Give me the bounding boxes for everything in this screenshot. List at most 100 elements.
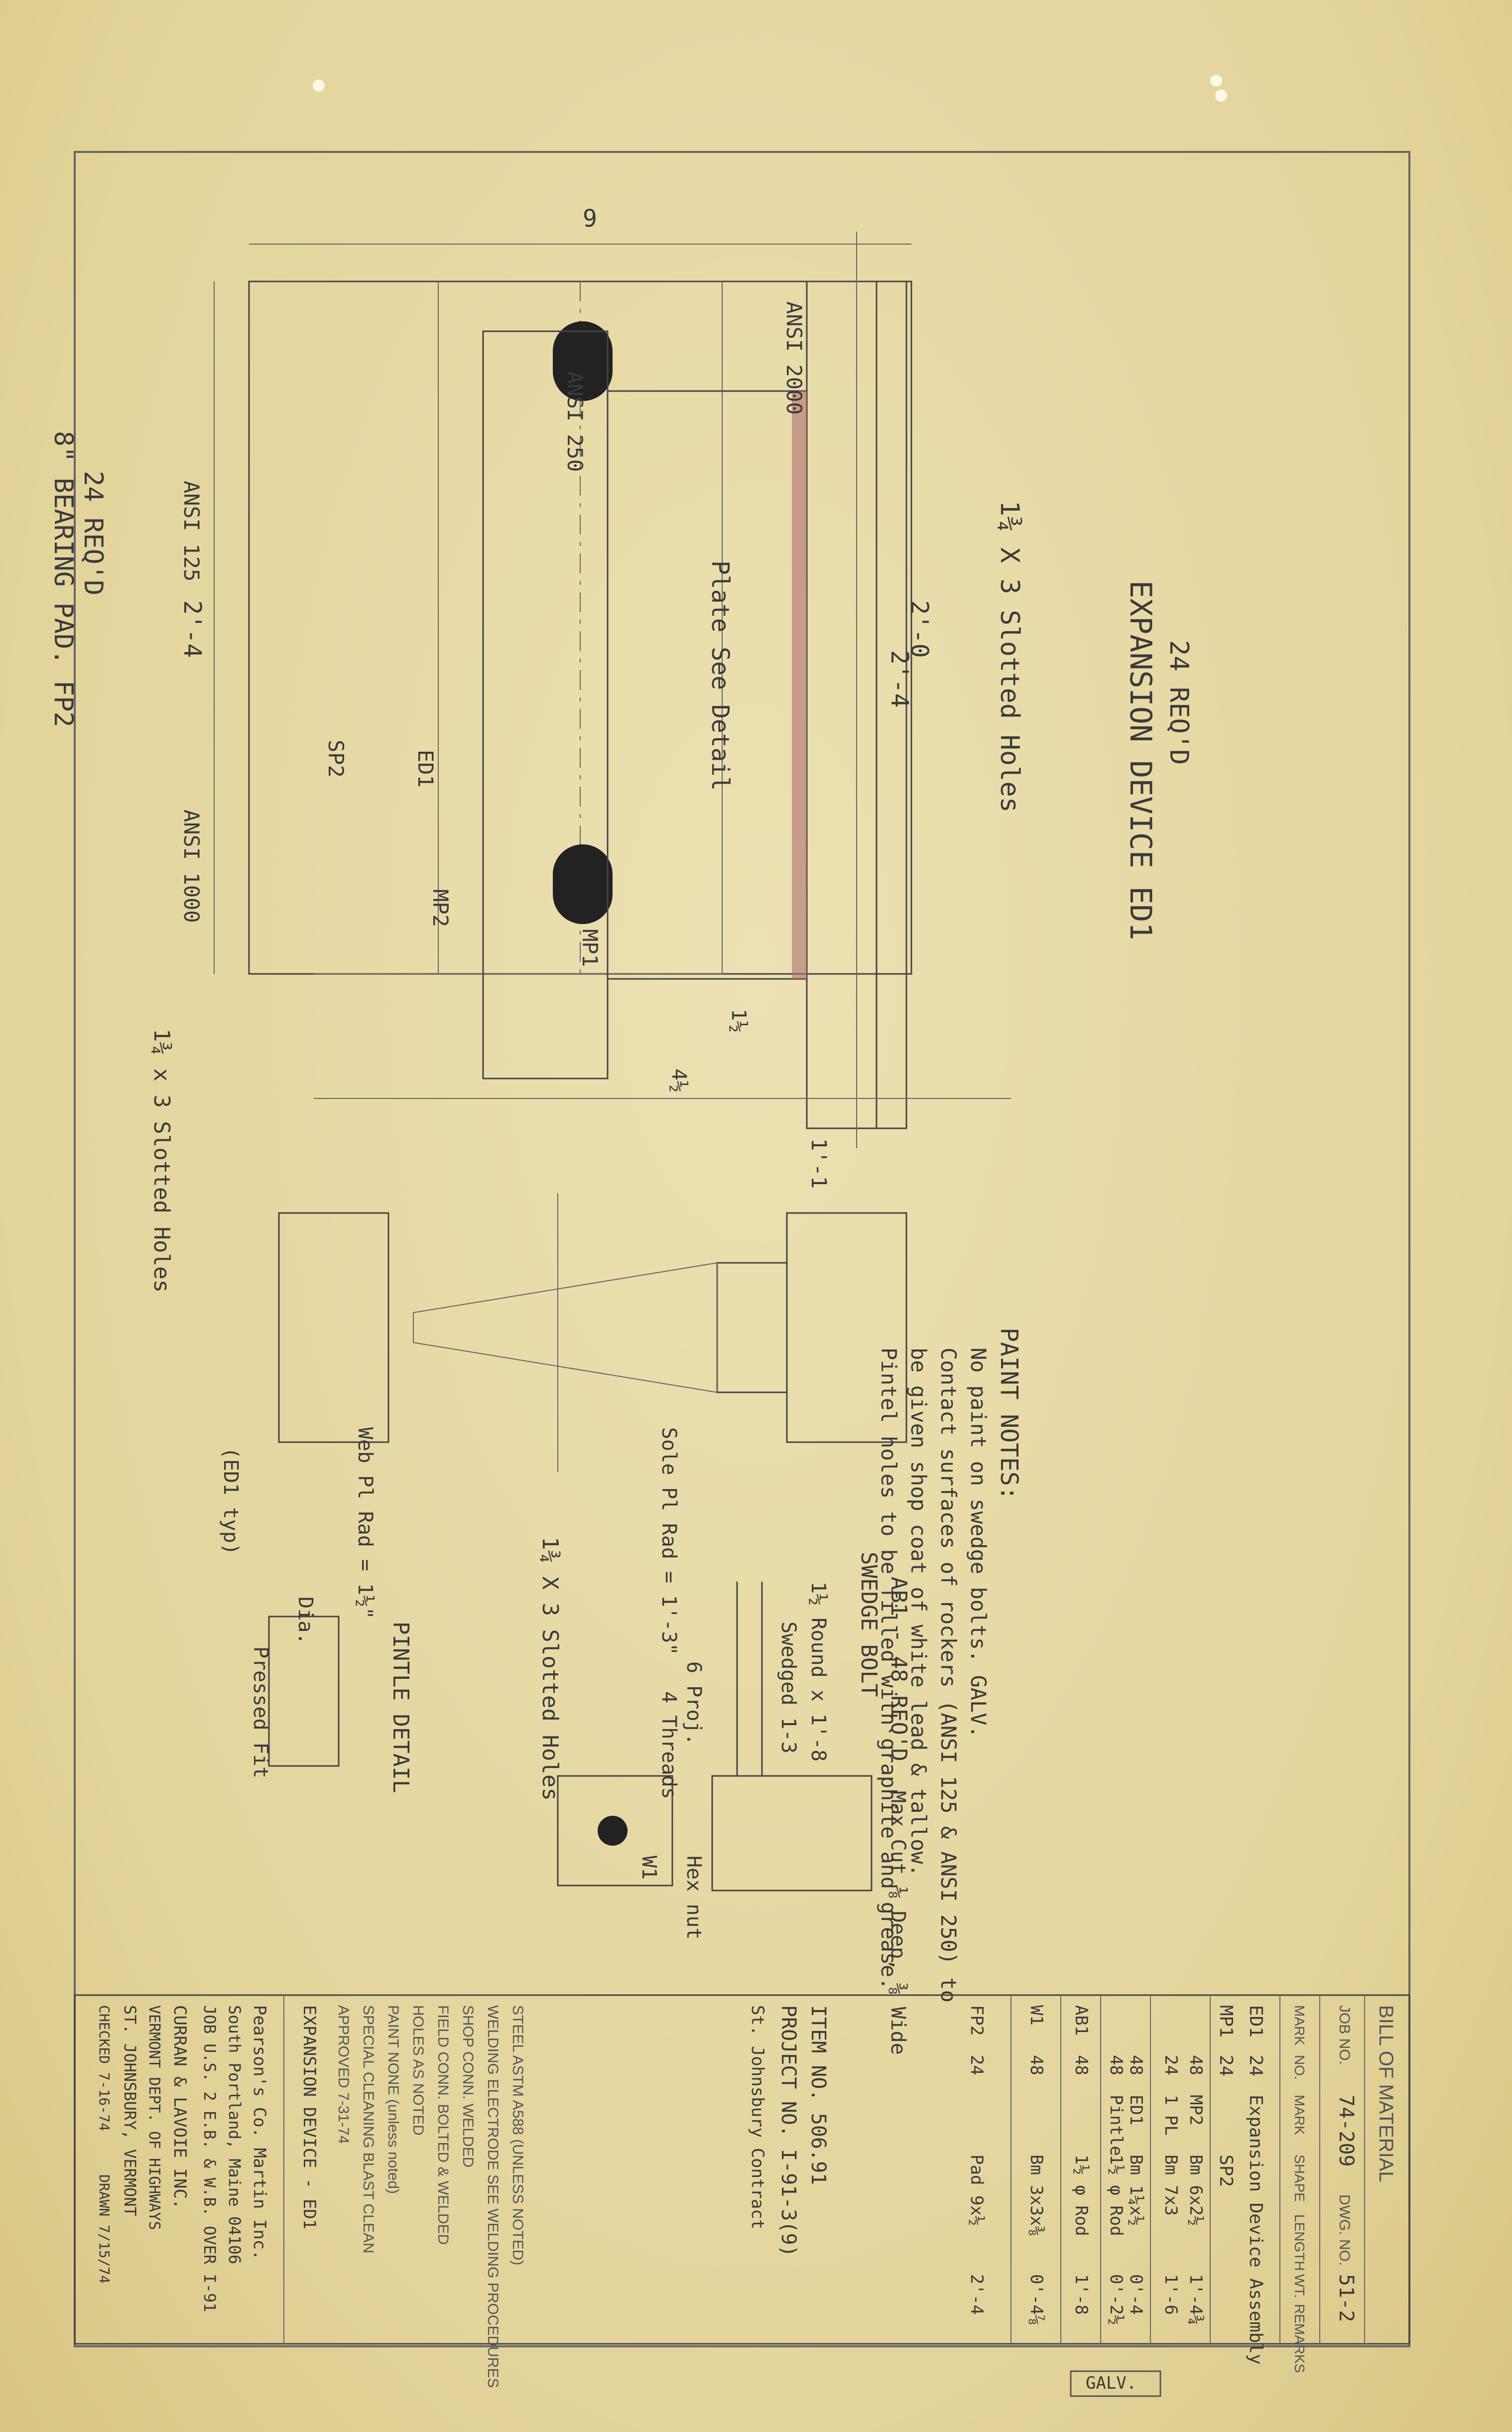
bom-col-mark2: MARK xyxy=(1292,2095,1307,2135)
bom-cell: 2'-4 xyxy=(967,2274,987,2315)
job-line: JOB U.S. 2 E.B. & W.B. OVER I-91 xyxy=(200,2005,219,2312)
bom-cell: 24 xyxy=(1161,2055,1181,2075)
pad-req: 24 REQ'D xyxy=(78,471,108,595)
bom-cell: Bm 6x2½ xyxy=(1186,2155,1206,2226)
callout-ansi125: ANSI 125 xyxy=(179,481,204,581)
bearing-pad-view: 9 2'-4 2'-0 8" BEARING PAD. FP2 24 REQ'D… xyxy=(48,205,933,1293)
bom-row: ED1 24 Expansion Device Assembly xyxy=(1246,2005,1266,2365)
pintle-dia: Dia. xyxy=(294,1597,317,1644)
spec-line: HOLES AS NOTED xyxy=(410,2005,426,2136)
pad-length-dim: 2'-4 xyxy=(178,600,206,658)
spec-line: APPROVED 7-31-74 xyxy=(335,2005,352,2144)
round-note: 1½ Round x 1'-8 xyxy=(807,1582,830,1761)
bom-col-remarks: REMARKS xyxy=(1292,2304,1307,2373)
spec-line: SPECIAL CLEANING BLAST CLEAN xyxy=(360,2005,377,2254)
bom-cell: 1½ φ Rod xyxy=(1106,2155,1126,2236)
bom-cell: 0'-2½ xyxy=(1106,2274,1126,2325)
paint-note-3: be given shop coat of white lead & tallo… xyxy=(906,1348,931,1877)
callout-ansi2000: ANSI 2000 xyxy=(782,301,806,415)
paint-note-2: Contact surfaces of rockers (ANSI 125 & … xyxy=(936,1348,961,2003)
bom-header: BILL OF MATERIAL xyxy=(1375,2005,1397,2182)
bom-cell: 24 xyxy=(1246,2055,1266,2076)
bom-cell: ED1 xyxy=(1126,2095,1146,2125)
customer: CURRAN & LAVOIE INC. xyxy=(170,2005,190,2209)
spec-line: SHOP CONN. WELDED xyxy=(460,2005,476,2167)
callout-sp2: SP2 xyxy=(324,740,348,778)
fabricator: Pearson's Co. Martin Inc. xyxy=(250,2005,269,2260)
bom-dwg: 51-2 xyxy=(1335,2274,1358,2322)
bom-cell: Expansion Device Assembly xyxy=(1246,2095,1266,2365)
paint-notes: PAINT NOTES: No paint on swedge bolts. G… xyxy=(877,1328,1023,2003)
pintle-detail-title: PINTLE DETAIL xyxy=(388,1621,413,1793)
slotted-holes-note: 1¾ X 3 Slotted Holes xyxy=(995,501,1024,812)
title-block-name: EXPANSION DEVICE - ED1 xyxy=(299,2005,319,2229)
device-length-dim: 2'-4 xyxy=(885,650,913,708)
callout-ansi250: ANSI 250 xyxy=(563,371,587,472)
punch-hole xyxy=(1215,90,1227,102)
bom-row: 24 1 PL Bm 7x3 1'-6 xyxy=(1161,2055,1181,2315)
callout-ed1: ED1 xyxy=(413,750,438,788)
bom-job-label: JOB NO. xyxy=(1336,2005,1353,2065)
plate-see-detail: Plate See Detail xyxy=(706,560,734,791)
pad-half-dim: 4½ xyxy=(667,1069,690,1092)
bom-cell: Bm 1¼x½ xyxy=(1126,2155,1146,2226)
bom-row: MP1 24 SP2 xyxy=(1216,2005,1236,2187)
sheet-title: EXPANSION DEVICE ED1 xyxy=(1123,580,1158,940)
bom-cell: MP1 xyxy=(1216,2005,1236,2037)
paint-note-4: Pintel holes to be filled with graphite … xyxy=(877,1348,901,1990)
threads-note: 4 Threads xyxy=(657,1691,680,1799)
bom-col-wt: WT. xyxy=(1292,2274,1307,2298)
bom-item: ITEM NO. 506.91 xyxy=(807,2005,830,2185)
bom-cell: SP2 xyxy=(1216,2155,1236,2187)
bom-cell: 1'-8 xyxy=(1071,2274,1091,2315)
bom-col-shape: SHAPE xyxy=(1292,2155,1307,2202)
spec-line: STEEL ASTM A588 (UNLESS NOTED) xyxy=(509,2005,526,2265)
pad-width-dim: 9 xyxy=(583,205,597,233)
overall-dim: 1'-1 xyxy=(807,1138,831,1189)
bom-row: AB1 48 1½ φ Rod 1'-8 xyxy=(1071,2005,1091,2315)
hex-nut-note: Hex nut xyxy=(682,1856,705,1940)
bom-dwg-label: DWG. NO. xyxy=(1336,2194,1353,2266)
bom-cell: W1 xyxy=(1026,2005,1046,2026)
bom-cell: 0'-4 xyxy=(1126,2274,1146,2315)
bom-cell: ED1 xyxy=(1246,2005,1266,2037)
swedge-bolt-detail: SWEDGE BOLT AB1 - 48 REQ'D 1½ Round x 1'… xyxy=(249,1552,911,2055)
bom-cell: Pad 9x½ xyxy=(967,2155,987,2226)
galv-stamp-label: GALV. xyxy=(1086,2373,1136,2393)
bom-cell: AB1 xyxy=(1071,2005,1091,2035)
pressed-fit-note: Pressed Fit xyxy=(249,1646,272,1778)
bom-job: 74-209 xyxy=(1335,2095,1358,2167)
fab-location: South Portland, Maine 04106 xyxy=(225,2005,244,2264)
owner: VERMONT DEPT. OF HIGHWAYS xyxy=(145,2005,163,2230)
checked: CHECKED 7-16-74 xyxy=(96,2005,113,2131)
sheet-subtitle: 24 REQ'D xyxy=(1164,640,1194,765)
bom-cell: 1½ φ Rod xyxy=(1071,2155,1091,2236)
max-cut-note: Max Cut ⅛ Deep, ⅜ Wide xyxy=(886,1791,909,2055)
bom-col-length: LENGTH xyxy=(1292,2214,1307,2271)
galv-stamp xyxy=(1070,2370,1161,2397)
paint-note-1: No paint on swedge bolts. GALV. xyxy=(966,1348,991,1738)
bom-cell: 48 xyxy=(1071,2055,1091,2075)
callout-mp1: MP1 xyxy=(578,929,602,967)
bom-col-no: NO. xyxy=(1292,2055,1307,2080)
spec-line: PAINT NONE (unless noted) xyxy=(385,2005,401,2194)
bom-town: St. Johnsbury Contract xyxy=(748,2005,767,2229)
sheet-border xyxy=(74,151,1410,2347)
bom-frame xyxy=(74,1994,1410,2345)
bom-cell: 1'-4¾ xyxy=(1186,2274,1206,2325)
paint-notes-title: PAINT NOTES: xyxy=(995,1328,1023,1500)
section-view: Sole Pl Rad = 1'-3" Web Pl Rad = 1½" (ED… xyxy=(219,1193,907,1801)
dev-slots-note-2: 1¾ X 3 Slotted Holes xyxy=(537,1537,563,1801)
bom-cell: MP2 xyxy=(1186,2095,1206,2125)
bom-row: W1 48 Bm 3x3x⅜ 0'-4⅞ xyxy=(1026,2005,1046,2325)
bom-row: FP2 24 Pad 9x½ 2'-4 xyxy=(967,2005,987,2315)
bom-cell: FP2 xyxy=(967,2005,987,2035)
sole-radius: Sole Pl Rad = 1'-3" xyxy=(657,1427,680,1655)
ed1-typ: (ED1 typ) xyxy=(219,1447,242,1555)
bill-of-material: BILL OF MATERIAL JOB NO. 74-209 DWG. NO.… xyxy=(74,1994,1410,2388)
bom-cell: Bm 3x3x⅜ xyxy=(1026,2155,1046,2236)
bom-cell: 48 xyxy=(1186,2055,1206,2075)
callout-mp2: MP2 xyxy=(428,889,453,927)
